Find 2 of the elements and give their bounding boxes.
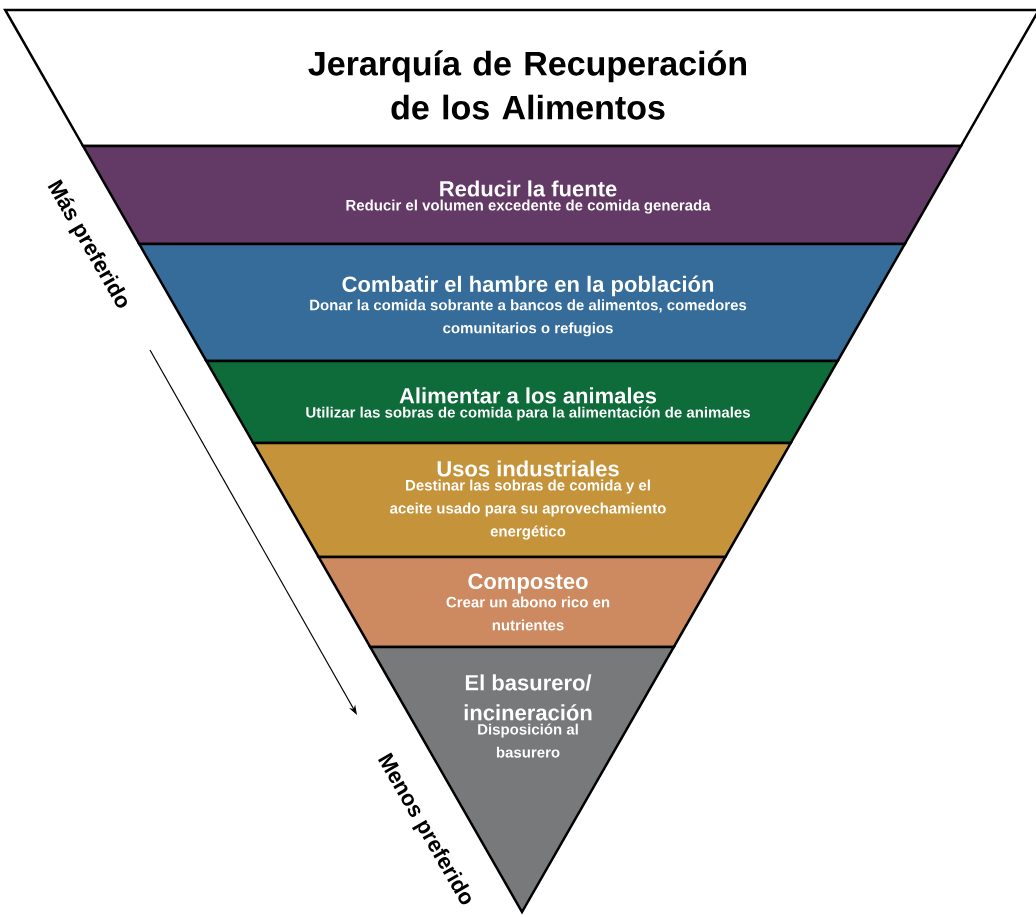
title: Jerarquía de Recuperación de los Alimentos <box>308 50 746 120</box>
hierarchy-band: Combatir el hambre en la población Donar la comida sobrante a bancos de alimentos, comedores comunitarios o refugios <box>137 242 907 363</box>
